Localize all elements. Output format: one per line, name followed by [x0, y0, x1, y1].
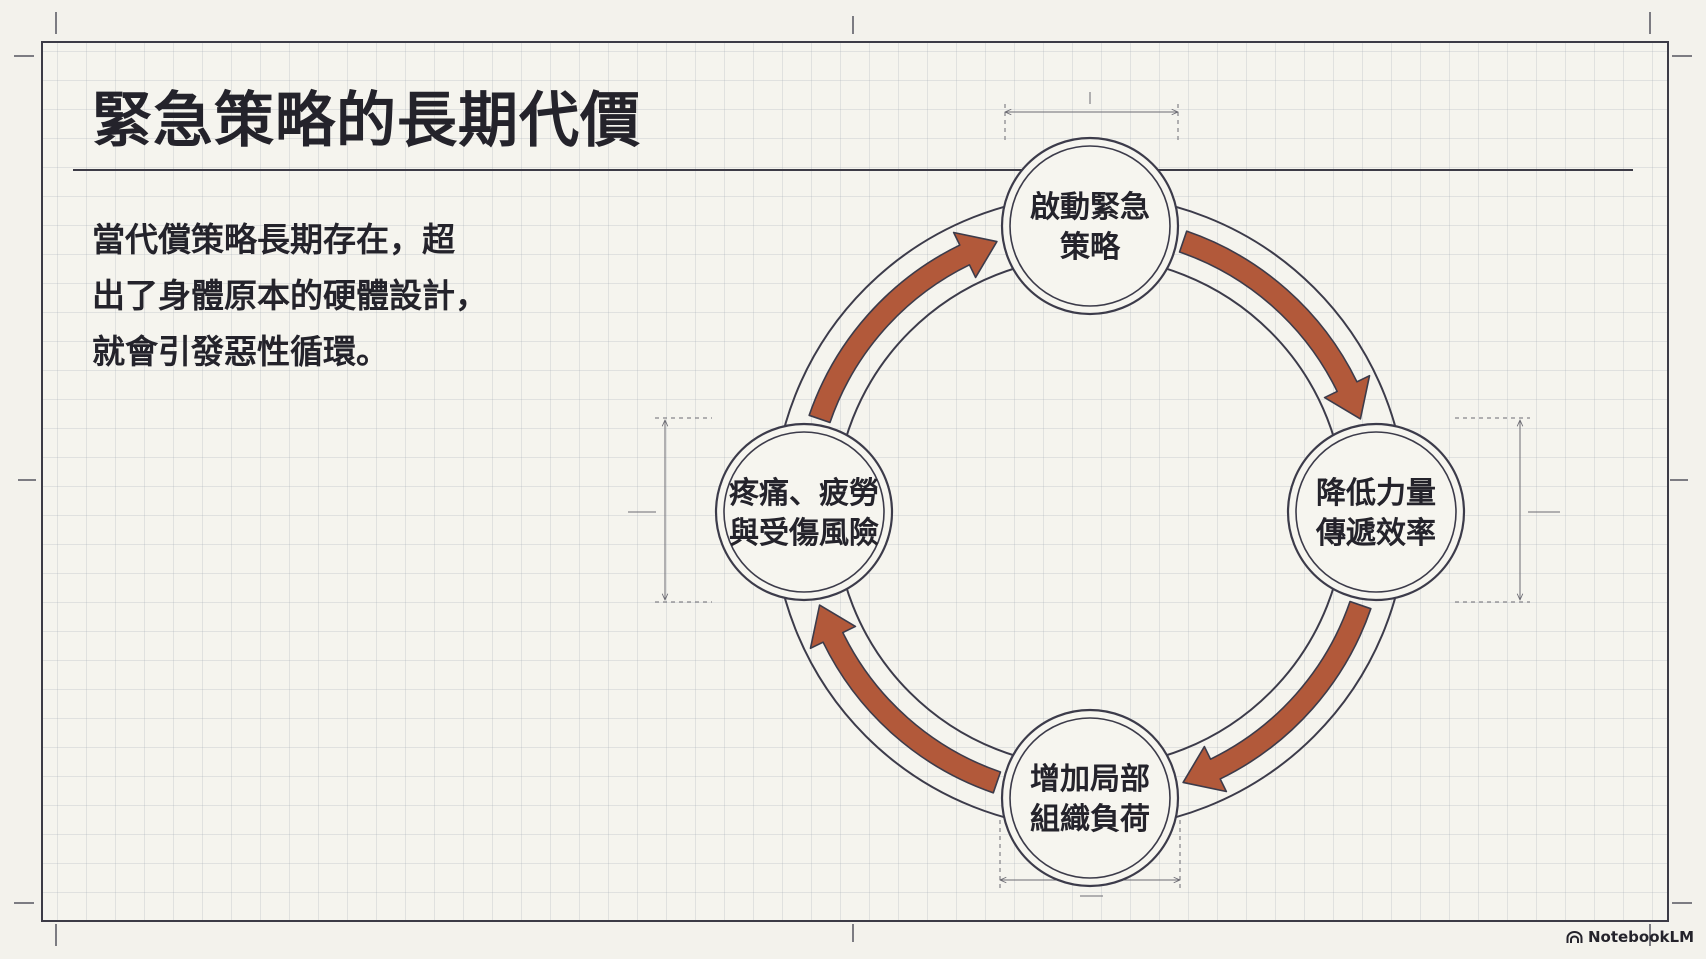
cycle-arrow-top-to-right [1178, 230, 1371, 420]
title-divider [73, 169, 1633, 171]
node-outer-circle [1000, 708, 1180, 888]
cycle-arrow-right-to-bottom [1182, 600, 1372, 793]
brand-name: NotebookLM [1587, 928, 1694, 946]
node-label-line: 啟動緊急 [1030, 190, 1150, 225]
cycle-arrow-left-to-top [808, 231, 998, 424]
node-label-line: 增加局部 [1030, 762, 1150, 797]
notebooklm-brand: NotebookLM [1566, 928, 1694, 946]
page-title: 緊急策略的長期代價 [92, 86, 641, 156]
cycle-arrows [808, 230, 1372, 794]
node-outer-circle [1000, 136, 1180, 316]
body-line: 就會引發惡性循環。 [92, 332, 389, 371]
body-line: 出了身體原本的硬體設計， [92, 276, 488, 315]
node-inner-circle [1295, 431, 1457, 593]
node-label-line: 與受傷風險 [729, 516, 879, 551]
body-line: 當代償策略長期存在，超 [92, 220, 455, 259]
node-outer-circle [1286, 422, 1466, 602]
node-label-line: 疼痛、疲勞 [729, 476, 879, 511]
node-label-line: 傳遞效率 [1315, 516, 1436, 551]
node-label-line: 降低力量 [1316, 476, 1436, 511]
node-inner-circle [1009, 145, 1171, 307]
body-text: 當代償策略長期存在，超 出了身體原本的硬體設計， 就會引發惡性循環。 [92, 212, 522, 380]
node-inner-circle [723, 431, 885, 593]
node-label-line: 策略 [1060, 230, 1121, 265]
cycle-arrow-bottom-to-left [809, 604, 1002, 794]
notebooklm-logo-icon [1566, 930, 1583, 943]
node-label-line: 組織負荷 [1030, 802, 1150, 837]
node-outer-circle [714, 422, 894, 602]
node-inner-circle [1009, 717, 1171, 879]
